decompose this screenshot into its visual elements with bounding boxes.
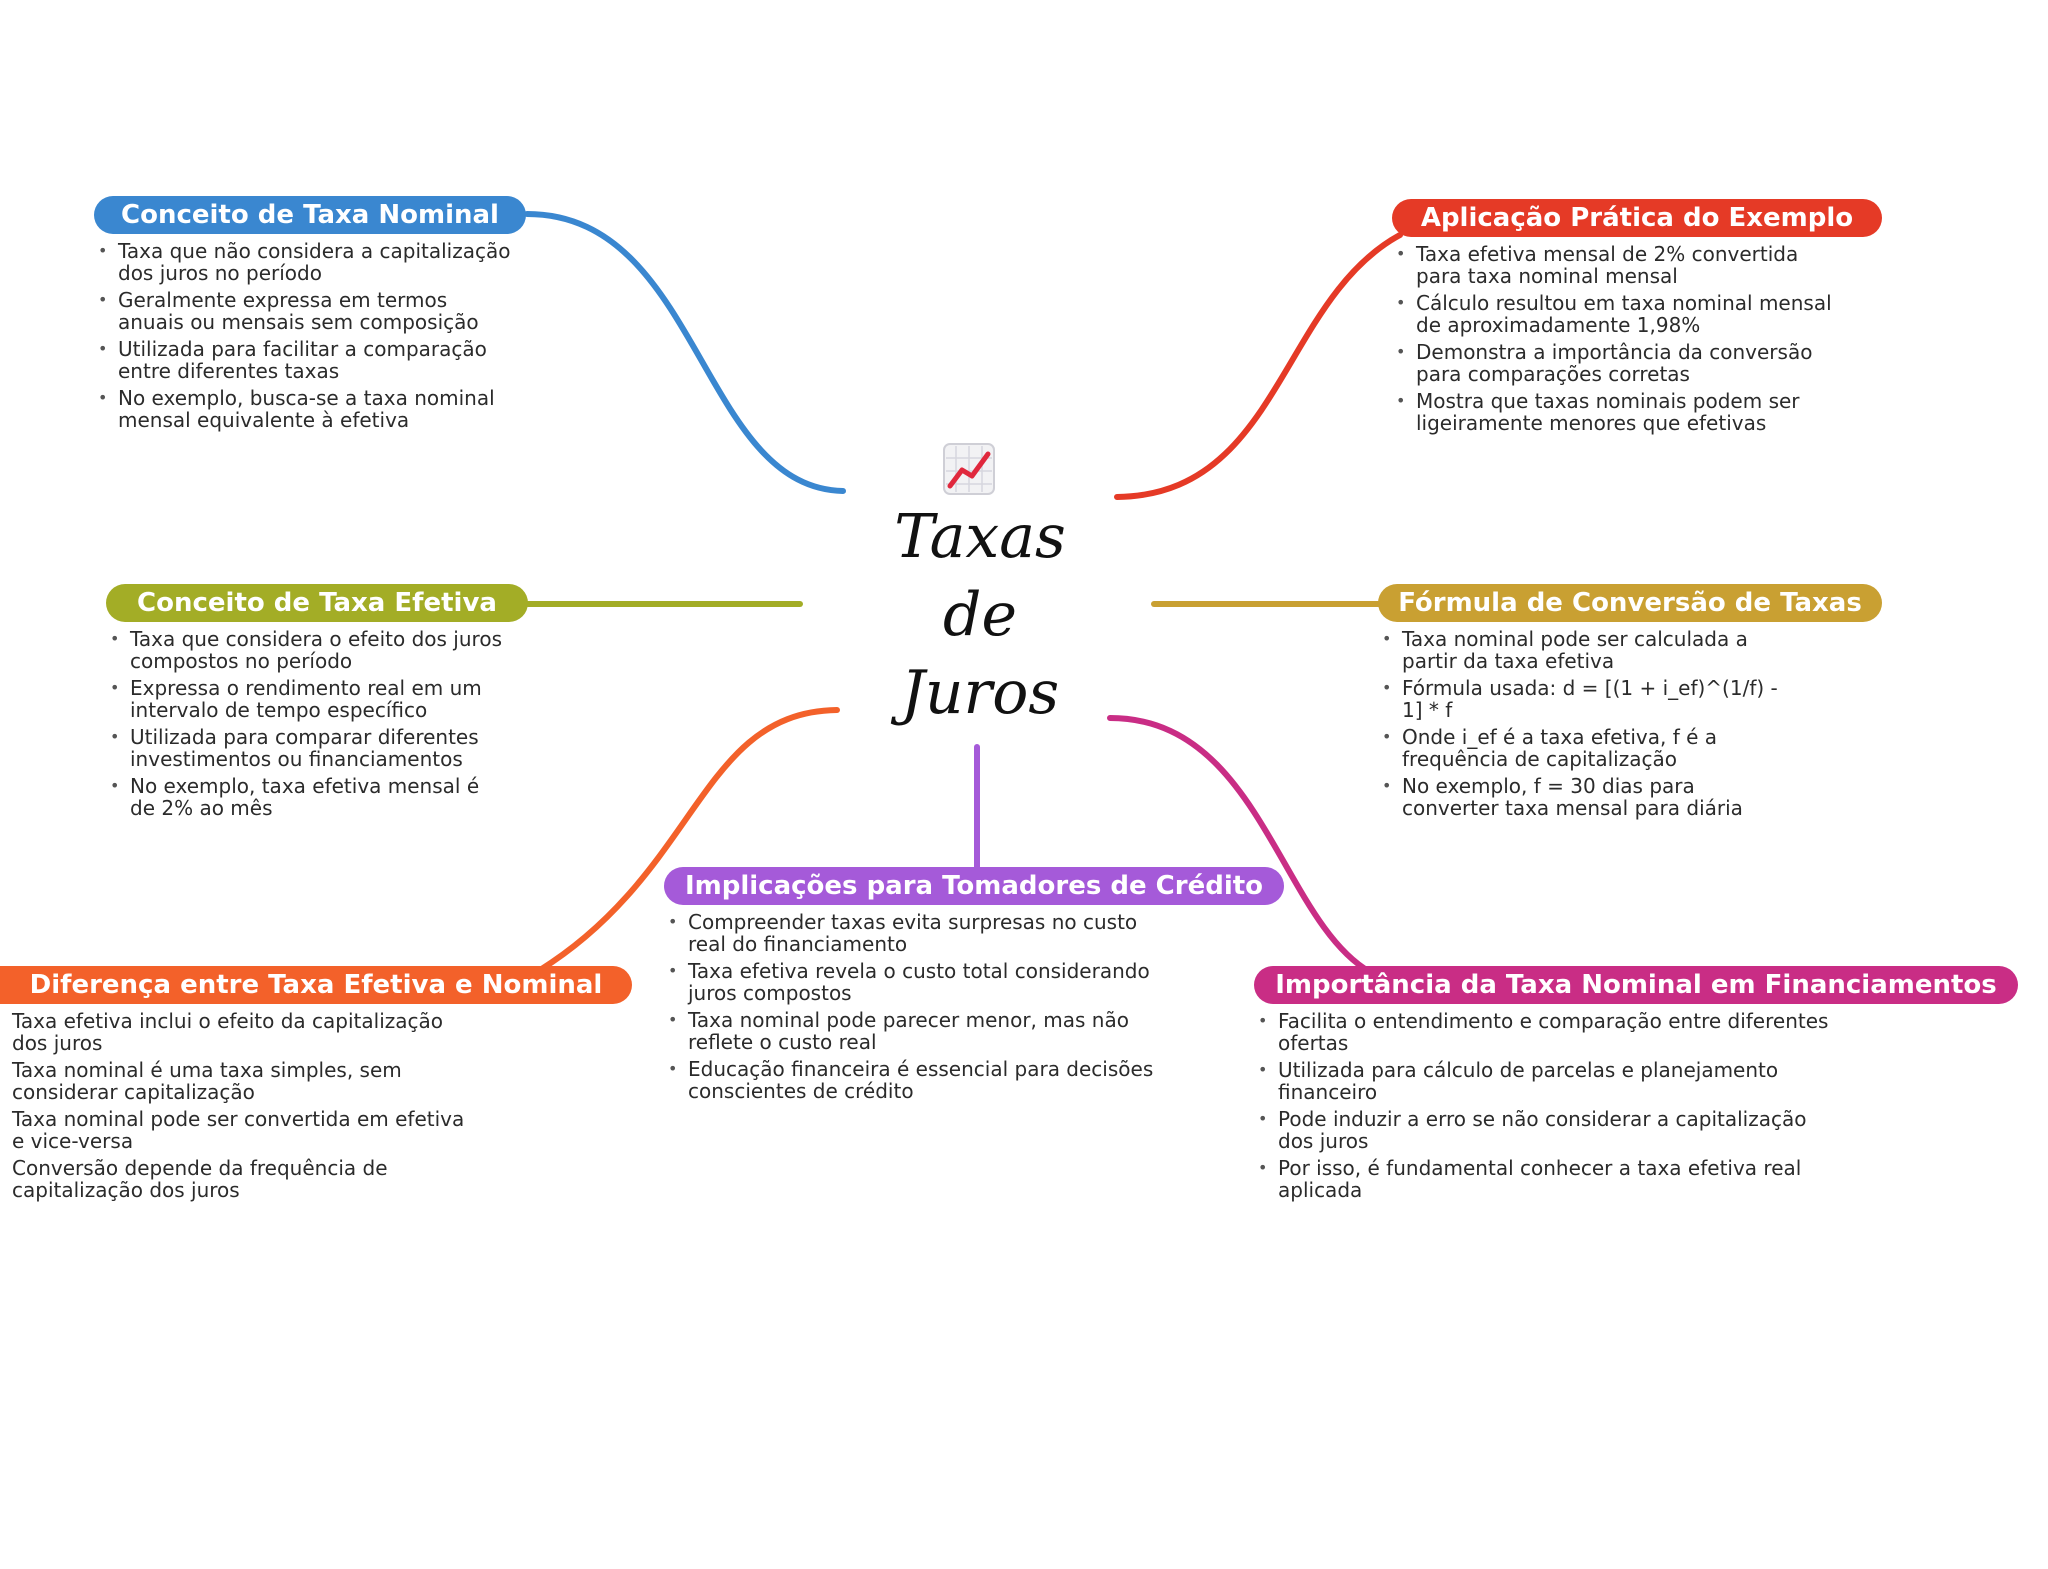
list-item: No exemplo, f = 30 dias para converter t… bbox=[1382, 775, 1792, 819]
list-item: No exemplo, taxa efetiva mensal é de 2% … bbox=[110, 775, 510, 819]
list-item: Pode induzir a erro se não considerar a … bbox=[1258, 1108, 1838, 1152]
list-item: Geralmente expressa em termos anuais ou … bbox=[98, 289, 518, 333]
bullet-list: Facilita o entendimento e comparação ent… bbox=[1258, 1010, 1838, 1201]
list-item: Taxa efetiva inclui o efeito da capitali… bbox=[0, 1010, 472, 1054]
bullet-list: Taxa efetiva mensal de 2% convertida par… bbox=[1396, 243, 1836, 434]
connector-nominal bbox=[524, 211, 846, 494]
bullet-list: Taxa nominal pode ser calculada a partir… bbox=[1382, 628, 1792, 819]
topic-aplicacao[interactable]: Aplicação Prática do Exemplo bbox=[1392, 199, 1882, 237]
list-item: Taxa nominal pode ser calculada a partir… bbox=[1382, 628, 1792, 672]
bullet-list: Taxa efetiva inclui o efeito da capitali… bbox=[0, 1010, 472, 1201]
central-topic[interactable]: Taxas de Juros bbox=[894, 502, 1066, 728]
list-item: Taxa que não considera a capitalização d… bbox=[98, 240, 518, 284]
topic-importancia[interactable]: Importância da Taxa Nominal em Financiam… bbox=[1254, 966, 2018, 1004]
list-item: Por isso, é fundamental conhecer a taxa … bbox=[1258, 1157, 1838, 1201]
branch-formula: Fórmula de Conversão de Taxas Taxa nomin… bbox=[1378, 584, 1882, 824]
topic-implicacoes[interactable]: Implicações para Tomadores de Crédito bbox=[664, 867, 1284, 905]
list-item: Cálculo resultou em taxa nominal mensal … bbox=[1396, 292, 1836, 336]
list-item: Taxa que considera o efeito dos juros co… bbox=[110, 628, 510, 672]
list-item: Taxa nominal pode parecer menor, mas não… bbox=[668, 1009, 1178, 1053]
list-item: Taxa efetiva mensal de 2% convertida par… bbox=[1396, 243, 1836, 287]
list-item: Mostra que taxas nominais podem ser lige… bbox=[1396, 390, 1836, 434]
list-item: Conversão depende da frequência de capit… bbox=[0, 1157, 472, 1201]
list-item: Facilita o entendimento e comparação ent… bbox=[1258, 1010, 1838, 1054]
list-item: Educação financeira é essencial para dec… bbox=[668, 1058, 1178, 1102]
branch-diferenca: Diferença entre Taxa Efetiva e Nominal T… bbox=[0, 966, 632, 1206]
bullet-list: Taxa que não considera a capitalização d… bbox=[98, 240, 518, 431]
list-item: Taxa nominal pode ser convertida em efet… bbox=[0, 1108, 472, 1152]
list-item: Utilizada para cálculo de parcelas e pla… bbox=[1258, 1059, 1838, 1103]
bullet-list: Compreender taxas evita surpresas no cus… bbox=[668, 911, 1178, 1102]
list-item: Taxa efetiva revela o custo total consid… bbox=[668, 960, 1178, 1004]
list-item: Onde i_ef é a taxa efetiva, f é a frequê… bbox=[1382, 726, 1792, 770]
list-item: Fórmula usada: d = [(1 + i_ef)^(1/f) - 1… bbox=[1382, 677, 1792, 721]
topic-diferenca[interactable]: Diferença entre Taxa Efetiva e Nominal bbox=[0, 966, 632, 1004]
branch-implicacoes: Implicações para Tomadores de Crédito Co… bbox=[664, 867, 1284, 1107]
bullet-list: Taxa que considera o efeito dos juros co… bbox=[110, 628, 510, 819]
list-item: Expressa o rendimento real em um interva… bbox=[110, 677, 510, 721]
branch-nominal: Conceito de Taxa Nominal Taxa que não co… bbox=[94, 196, 526, 436]
branch-importancia: Importância da Taxa Nominal em Financiam… bbox=[1254, 966, 2018, 1206]
connector-aplicacao bbox=[1114, 232, 1403, 500]
list-item: Demonstra a importância da conversão par… bbox=[1396, 341, 1836, 385]
list-item: Compreender taxas evita surpresas no cus… bbox=[668, 911, 1178, 955]
topic-efetiva[interactable]: Conceito de Taxa Efetiva bbox=[106, 584, 528, 622]
chart-increasing-icon bbox=[942, 442, 996, 496]
topic-nominal[interactable]: Conceito de Taxa Nominal bbox=[94, 196, 526, 234]
branch-efetiva: Conceito de Taxa Efetiva Taxa que consid… bbox=[106, 584, 528, 824]
topic-formula[interactable]: Fórmula de Conversão de Taxas bbox=[1378, 584, 1882, 622]
branch-aplicacao: Aplicação Prática do Exemplo Taxa efetiv… bbox=[1392, 199, 1882, 439]
list-item: Taxa nominal é uma taxa simples, sem con… bbox=[0, 1059, 472, 1103]
list-item: Utilizada para facilitar a comparação en… bbox=[98, 338, 518, 382]
list-item: Utilizada para comparar diferentes inves… bbox=[110, 726, 510, 770]
list-item: No exemplo, busca-se a taxa nominal mens… bbox=[98, 387, 518, 431]
